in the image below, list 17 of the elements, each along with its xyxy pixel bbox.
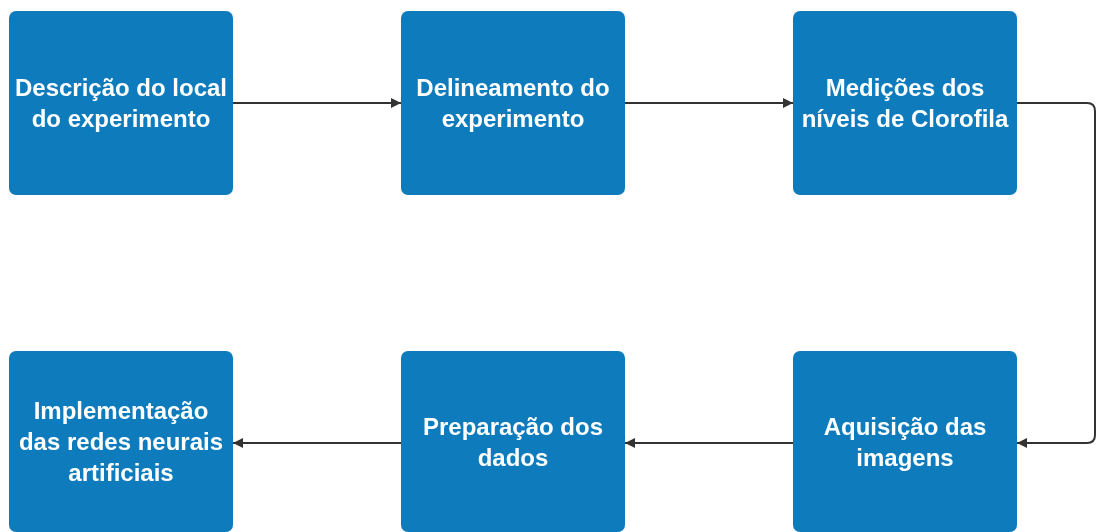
- arrow: [624, 98, 794, 108]
- process-box: [9, 351, 233, 532]
- process-box: [401, 351, 625, 532]
- process-box: [401, 11, 625, 195]
- step-label: Delineamento do experimento: [415, 73, 611, 134]
- step-label: Aquisição das imagens: [822, 411, 988, 473]
- arrow: [232, 438, 402, 448]
- arrow: [624, 438, 794, 448]
- step-label: Descrição do local do experimento: [13, 73, 229, 134]
- arrow: [1016, 102, 1096, 448]
- arrow: [232, 98, 402, 108]
- process-box: [793, 351, 1017, 532]
- step-label: Implementação das redes neurais artificiais: [17, 396, 225, 488]
- step-label: Preparação dos dados: [421, 411, 605, 473]
- process-box: [793, 11, 1017, 195]
- process-box: [9, 11, 233, 195]
- step-label: Medições dos níveis de Clorofila: [800, 73, 1010, 134]
